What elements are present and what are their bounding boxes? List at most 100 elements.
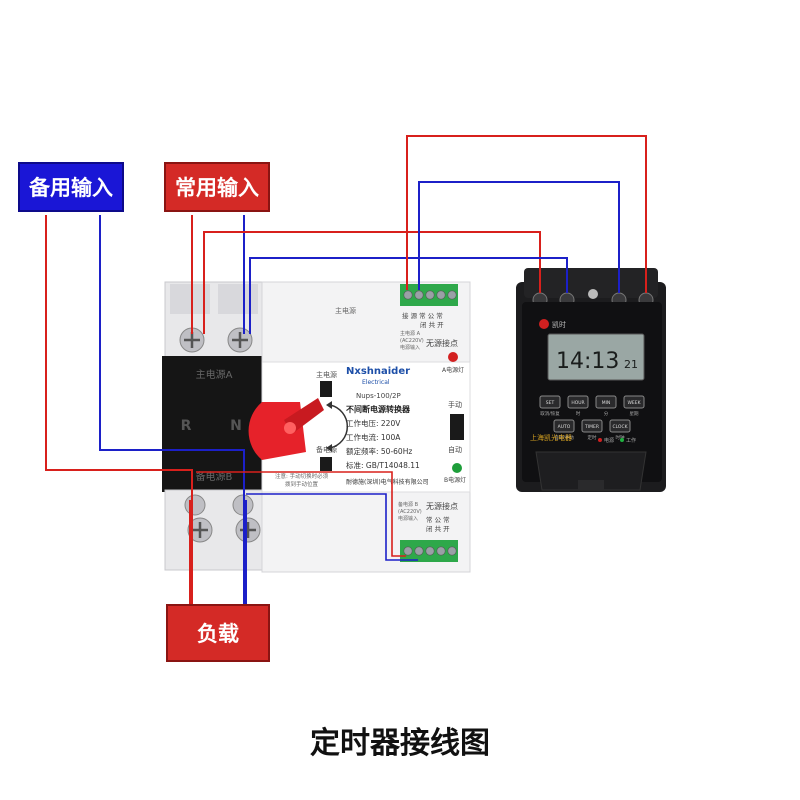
button-sub-label: 时钟: [616, 434, 625, 441]
rotate-arrow-icon: [326, 401, 332, 409]
button-sub-label: 自动/手动: [554, 434, 574, 441]
wire-backup-neutral: [99, 215, 245, 605]
detect-sub-label: (AC220V): [398, 509, 422, 515]
timer-center-hole: [588, 289, 598, 299]
contact-labels: 接 源 常 公 常: [402, 311, 443, 320]
button-sub-label: 定时: [588, 434, 597, 441]
backup-input-label: 备用输入: [18, 162, 124, 212]
button-min[interactable]: [595, 395, 617, 409]
model-number: Nups-100/2P: [356, 392, 401, 400]
main-power-tag: 主电源: [335, 306, 356, 315]
timer-maker: 上海凯光电器: [530, 433, 572, 442]
backup-power-tag: 备电源: [316, 445, 337, 454]
spec-voltage: 工作电压: 220V: [346, 418, 401, 428]
spec-standard: 标准: GB/T14048.11: [346, 460, 420, 470]
screw-icon: [232, 332, 248, 348]
power-indicator-label: 电源: [604, 437, 614, 444]
screw-icon: [184, 332, 200, 348]
manual-label: 手动: [448, 400, 462, 409]
lamp-a-icon: [448, 352, 458, 362]
button-label: TIMER: [584, 424, 599, 430]
bottom-contact-labels: 常 公 常: [426, 515, 450, 524]
main-power-tag: 主电源: [316, 370, 337, 379]
timer-lcd: [547, 333, 645, 381]
diagram-title: 定时器接线图: [310, 726, 490, 761]
contact-screws: [403, 290, 457, 300]
normal-input-label: 常用输入: [164, 162, 270, 212]
contact-screws: [403, 546, 457, 556]
screw-icon: [192, 522, 208, 538]
wire-detect-neutral: [246, 493, 418, 561]
timer-logo-icon: [539, 319, 549, 329]
rotate-arrow-icon: [326, 444, 332, 452]
transfer-switch: 主电源A R N 备电源B 主电源 主电源 备电源 Nxshnaider Ele…: [162, 281, 471, 573]
dry-contact-label: 无源接点: [426, 338, 458, 348]
button-clock[interactable]: [609, 419, 631, 433]
detect-sub-label: 电源输入: [400, 344, 420, 351]
button-sub-label: 分: [604, 410, 609, 417]
auto-label: 自动: [448, 445, 462, 454]
backup-source-label: 备电源B: [196, 470, 233, 483]
button-label: CLOCK: [612, 424, 628, 430]
indicator-window: [320, 381, 332, 397]
wire-timer-output-1: [406, 135, 647, 293]
dry-contact-label: 无源接点: [426, 501, 458, 511]
rotate-arrow-icon: [329, 404, 349, 449]
contact-labels: 闭 共 开: [420, 320, 444, 329]
screw-icon: [240, 522, 256, 538]
detect-sub-label: 电源输入: [398, 515, 418, 522]
button-week[interactable]: [623, 395, 645, 409]
lamp-b-label: B电源灯: [444, 476, 466, 484]
rotary-handle[interactable]: [248, 398, 324, 460]
work-indicator-label: 工作: [626, 437, 636, 444]
timer-brand: 凯时: [552, 320, 566, 329]
wire-timer-power-neutral: [249, 257, 568, 334]
note-line: 拨到手动位置: [285, 480, 319, 488]
power-indicator-icon: [598, 438, 602, 442]
wire-detect-live: [196, 471, 406, 557]
brand-name: Nxshnaider: [346, 366, 410, 377]
pole-r-label: R: [181, 418, 192, 434]
button-label: WEEK: [627, 400, 641, 406]
button-hour[interactable]: [567, 395, 589, 409]
bottom-contact-labels: 闭 共 开: [426, 524, 450, 533]
terminal-slot: [218, 284, 258, 314]
lcd-seconds: 21: [624, 358, 638, 371]
detect-sub-label: (AC220V): [400, 338, 424, 344]
button-auto[interactable]: [553, 419, 575, 433]
manual-auto-switch[interactable]: [450, 414, 464, 440]
pole-n-label: N: [230, 418, 242, 434]
timer-bottom-cover: [535, 451, 647, 491]
timer-cover-tab: [578, 480, 604, 490]
work-indicator-icon: [620, 438, 624, 442]
load-label: 负载: [166, 604, 270, 662]
wire-backup-live: [45, 215, 193, 605]
spec-frequency: 额定频率: 50-60Hz: [346, 446, 412, 456]
button-label: AUTO: [558, 424, 571, 430]
button-sub-label: 星期: [630, 411, 639, 417]
timer-device: 凯时 14:13 21 SET HOUR MIN WEEK 取消/恢复 时 分 …: [516, 268, 666, 492]
lamp-b-icon: [452, 463, 462, 473]
wire-timer-output-2: [418, 181, 620, 293]
button-label: MIN: [602, 400, 611, 406]
brand-sub: Electrical: [362, 379, 390, 386]
lamp-a-label: A电源灯: [442, 366, 464, 374]
wire-timer-power-live: [203, 231, 541, 334]
backup-detect-label: 备电源 B: [398, 501, 419, 508]
manufacturer: 耐德施(深圳)电气科技有限公司: [346, 478, 429, 486]
lcd-time: 14:13: [556, 349, 619, 374]
button-sub-label: 取消/恢复: [540, 410, 560, 417]
timer-buttons: SET HOUR MIN WEEK 取消/恢复 时 分 星期 AUTO TIME…: [539, 395, 645, 441]
button-label: SET: [546, 400, 555, 406]
button-label: HOUR: [571, 400, 584, 406]
timer-terminal-strip: [524, 268, 658, 298]
button-set[interactable]: [539, 395, 561, 409]
button-timer[interactable]: [581, 419, 603, 433]
spec-current: 工作电流: 100A: [346, 432, 401, 442]
product-name: 不间断电源转换器: [346, 404, 411, 414]
main-detect-label: 主电源 A: [400, 330, 421, 337]
button-sub-label: 时: [576, 410, 581, 417]
indicator-window: [320, 457, 332, 471]
wires: [45, 135, 647, 605]
